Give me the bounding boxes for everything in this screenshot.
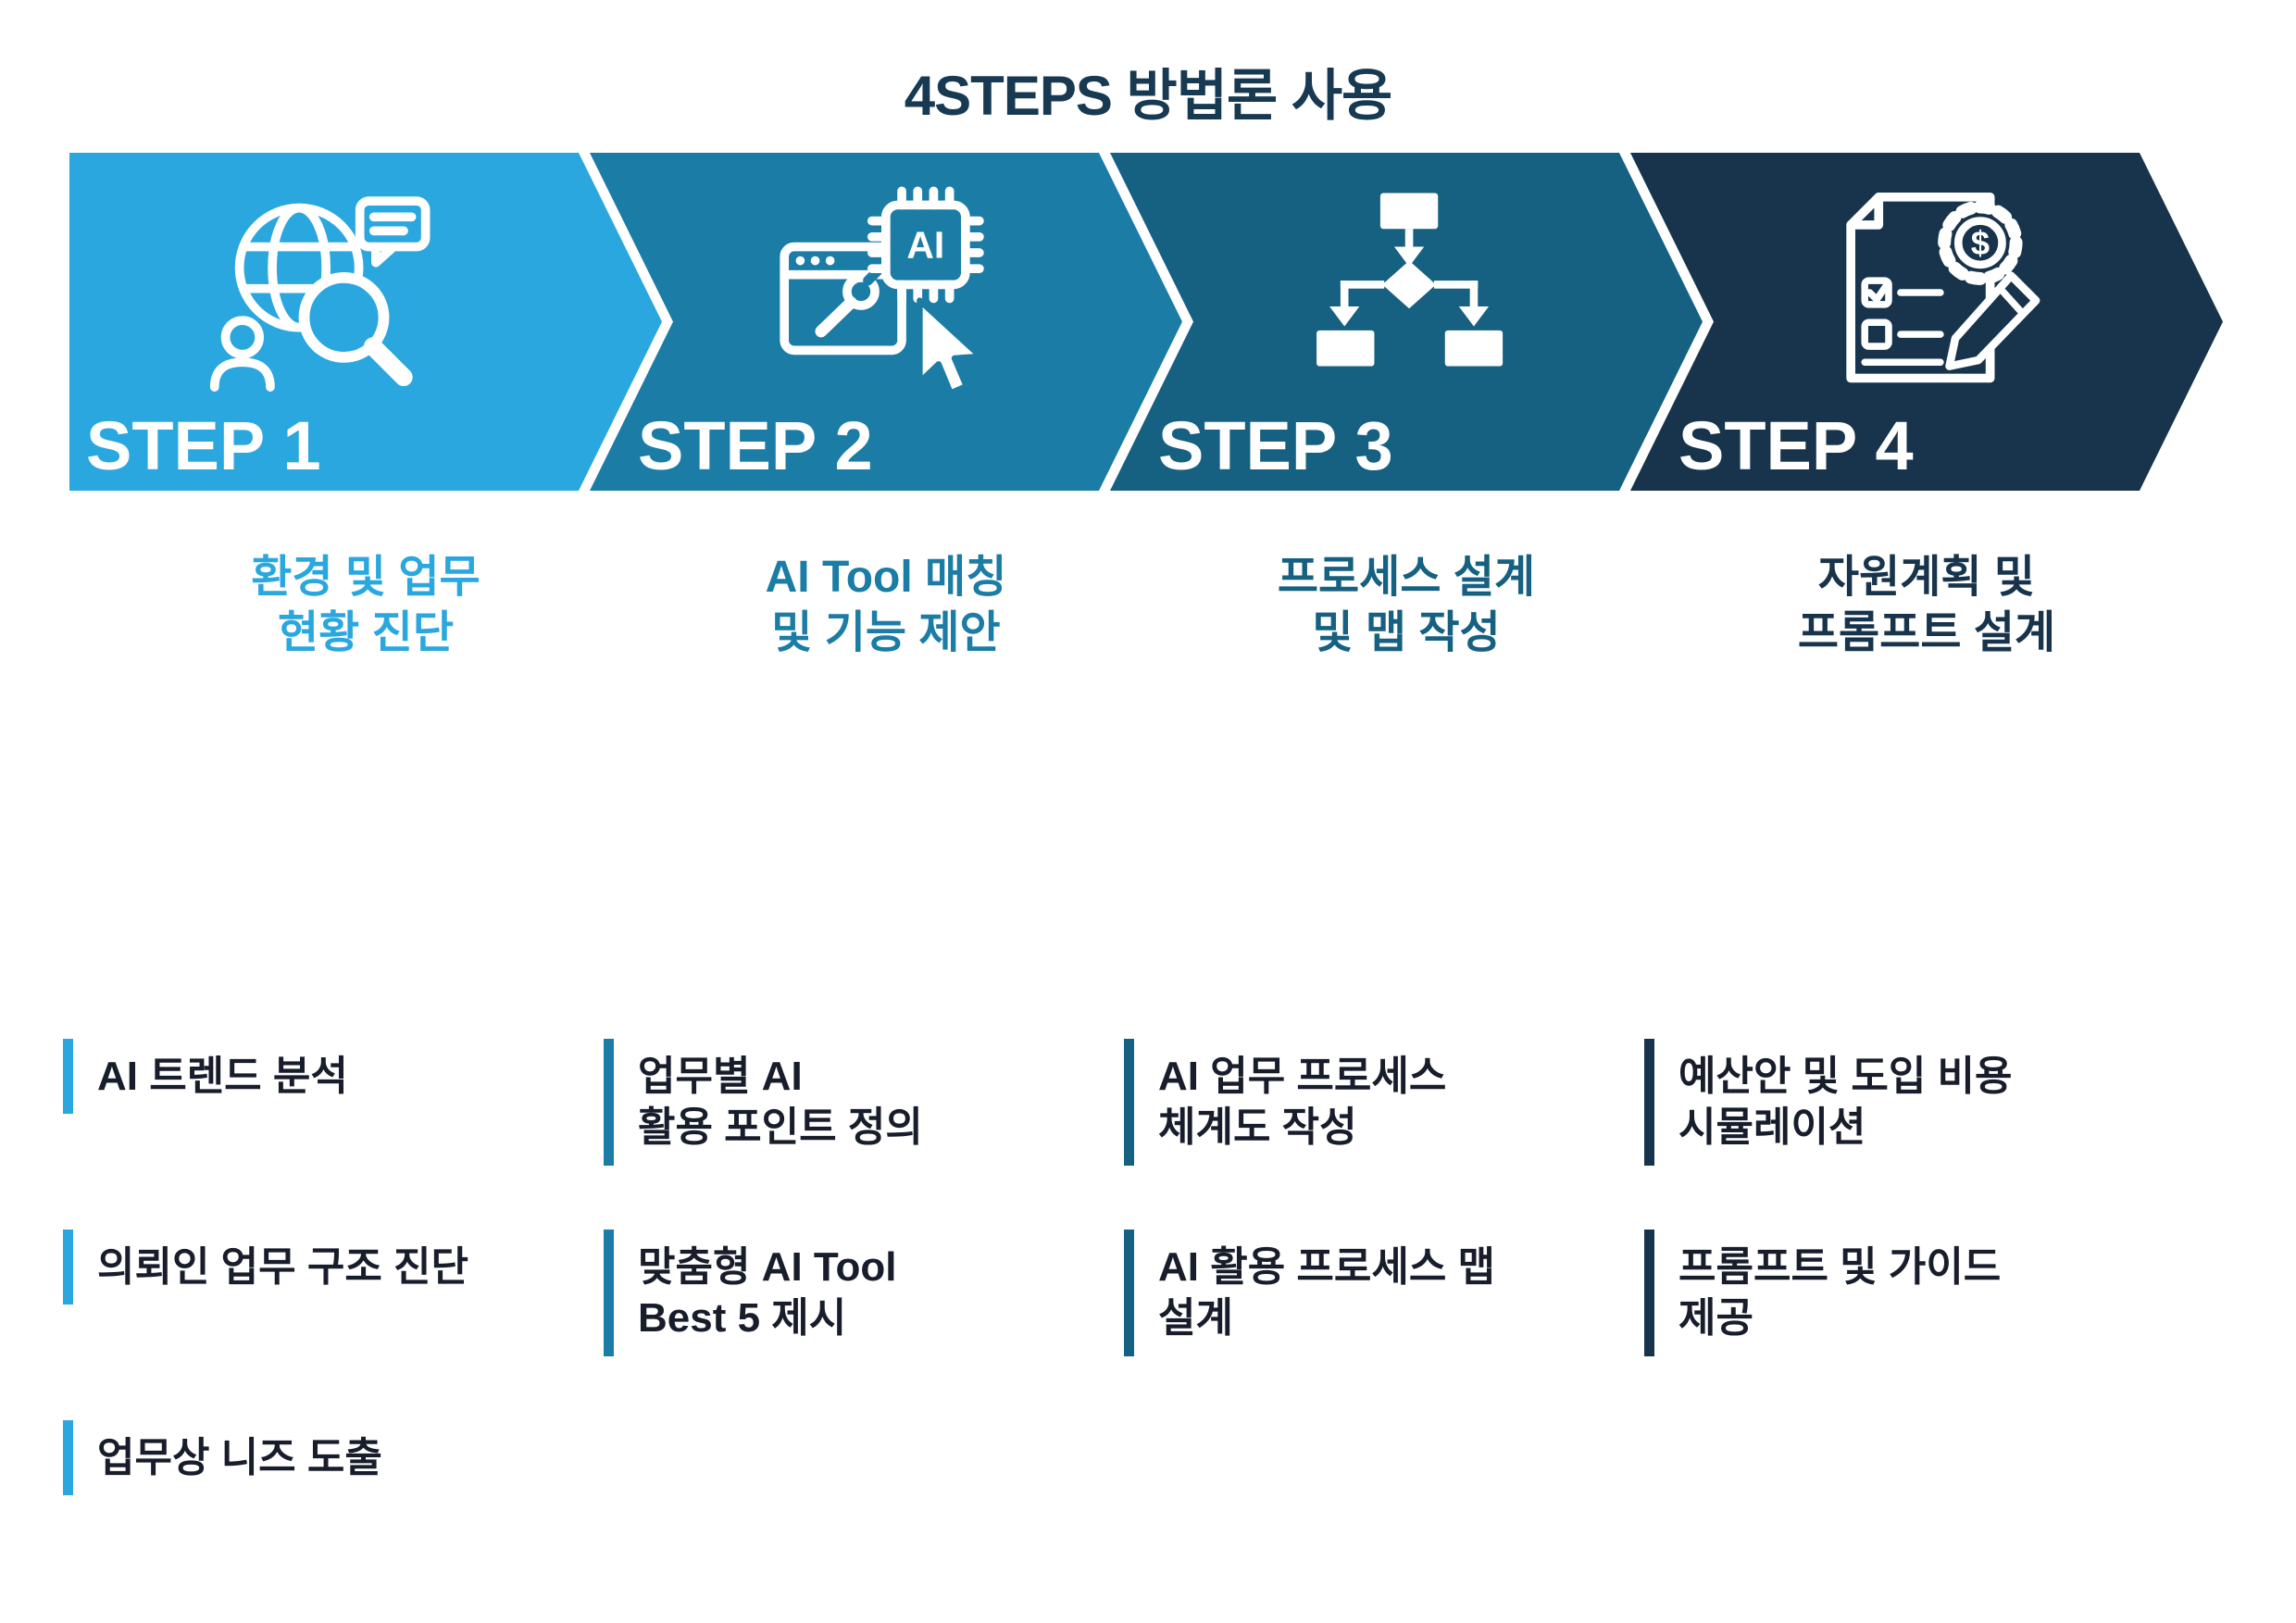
subtitle-line: 환경 및 업무: [251, 553, 480, 602]
bullet-item: 예산안 및 도입 비용 시뮬레이션: [1644, 1039, 2013, 1166]
bullet-line: AI 트렌드 분석: [97, 1054, 348, 1099]
bullet-slot: 의뢰인 업무 구조 진단: [63, 1230, 595, 1420]
step1-label: STEP 1: [86, 407, 321, 484]
bullet-line: 의뢰인 업무 구조 진단: [97, 1244, 468, 1290]
step1-chevron: STEP 1: [69, 153, 662, 491]
ai-tool-matching-icon: AI: [768, 179, 1007, 406]
bullet-slot: AI 트렌드 분석: [63, 1039, 595, 1230]
page-title: 4STEPS 방법론 사용: [904, 65, 1392, 127]
bullet-item: AI 활용 프로세스 맵 설계: [1124, 1230, 1495, 1356]
bullet-line: 제공: [1678, 1295, 1753, 1342]
bullet-item: 프롬프트 및 가이드 제공: [1644, 1230, 2001, 1356]
bullet-slot: AI 활용 프로세스 맵 설계: [1124, 1230, 1656, 1420]
environment-research-icon: [205, 179, 443, 406]
step2-subtitle: AI Tool 매칭 및 기능 제안: [590, 550, 1182, 660]
bullet-line: 프롬프트 및 가이드: [1678, 1244, 2002, 1290]
bullet-slot: 맞춤형 AI Tool Best 5 제시: [604, 1230, 1136, 1420]
bullet-line: AI 활용 프로세스 맵: [1158, 1244, 1496, 1290]
bullet-line: 업무별 AI: [638, 1054, 803, 1099]
bullet-item: 맞춤형 AI Tool Best 5 제시: [604, 1230, 896, 1356]
step2-chevron: AI STEP 2: [590, 153, 1182, 491]
bullet-line: 시뮬레이션: [1678, 1105, 1866, 1151]
subtitle-line: AI Tool 매칭: [765, 553, 1007, 602]
process-flowchart-icon: [1289, 179, 1528, 406]
bullet-line: 설계: [1158, 1295, 1233, 1342]
step2-label: STEP 2: [638, 407, 873, 484]
bullet-slot: 업무상 니즈 도출: [63, 1420, 595, 1611]
bullet-item: AI 트렌드 분석: [63, 1039, 348, 1115]
bullet-item: AI 업무 프로세스 체계도 작성: [1124, 1039, 1446, 1166]
bullet-line: 활용 포인트 정의: [638, 1105, 923, 1151]
step3-chevron: STEP 3: [1110, 153, 1703, 491]
step4-bullets: 예산안 및 도입 비용 시뮬레이션 프롬프트 및 가이드 제공: [1644, 1039, 2177, 1420]
bullet-line: 맞춤형 AI Tool: [638, 1244, 897, 1290]
step4-label: STEP 4: [1678, 407, 1914, 484]
bullet-item: 업무별 AI 활용 포인트 정의: [604, 1039, 923, 1166]
bullet-item: 업무상 니즈 도출: [63, 1420, 382, 1496]
subtitle-line: 프롬프트 설계: [1797, 607, 2056, 657]
step3-bullets: AI 업무 프로세스 체계도 작성 AI 활용 프로세스 맵 설계: [1124, 1039, 1656, 1420]
bullet-slot: 프롬프트 및 가이드 제공: [1644, 1230, 2177, 1420]
step4-subtitle: 자원계획 및 프롬프트 설계: [1630, 550, 2223, 660]
step3-label: STEP 3: [1158, 407, 1393, 484]
chip-ai-text: AI: [906, 223, 944, 266]
subtitle-line: 및 맵 작성: [1312, 607, 1501, 657]
bullet-line: AI 업무 프로세스: [1158, 1054, 1447, 1099]
subtitle-line: 현황 진단: [278, 607, 454, 657]
bullet-slot: 예산안 및 도입 비용 시뮬레이션: [1644, 1039, 2177, 1230]
bullet-line: Best 5 제시: [638, 1295, 847, 1342]
subtitle-line: 프로세스 설계: [1277, 553, 1536, 602]
bullet-slot: AI 업무 프로세스 체계도 작성: [1124, 1039, 1656, 1230]
step1-subtitle: 환경 및 업무 현황 진단: [69, 550, 662, 660]
step4-chevron: $ STEP 4: [1630, 153, 2223, 491]
gear-dollar-text: $: [1971, 224, 1990, 262]
resource-prompt-icon: $: [1809, 179, 2048, 406]
subtitle-line: 및 기능 제안: [771, 607, 1001, 657]
subtitle-line: 자원계획 및: [1817, 553, 2036, 602]
step3-subtitle: 프로세스 설계 및 맵 작성: [1110, 550, 1703, 660]
bullet-slot: 업무별 AI 활용 포인트 정의: [604, 1039, 1136, 1230]
step1-bullets: AI 트렌드 분석 의뢰인 업무 구조 진단 업무상 니즈 도출: [63, 1039, 595, 1611]
bullet-item: 의뢰인 업무 구조 진단: [63, 1230, 468, 1305]
bullet-line: 체계도 작성: [1158, 1105, 1357, 1151]
step2-bullets: 업무별 AI 활용 포인트 정의 맞춤형 AI Tool Best 5 제시: [604, 1039, 1136, 1420]
bullet-line: 예산안 및 도입 비용: [1678, 1054, 2013, 1099]
bullet-line: 업무상 니즈 도출: [97, 1435, 382, 1480]
